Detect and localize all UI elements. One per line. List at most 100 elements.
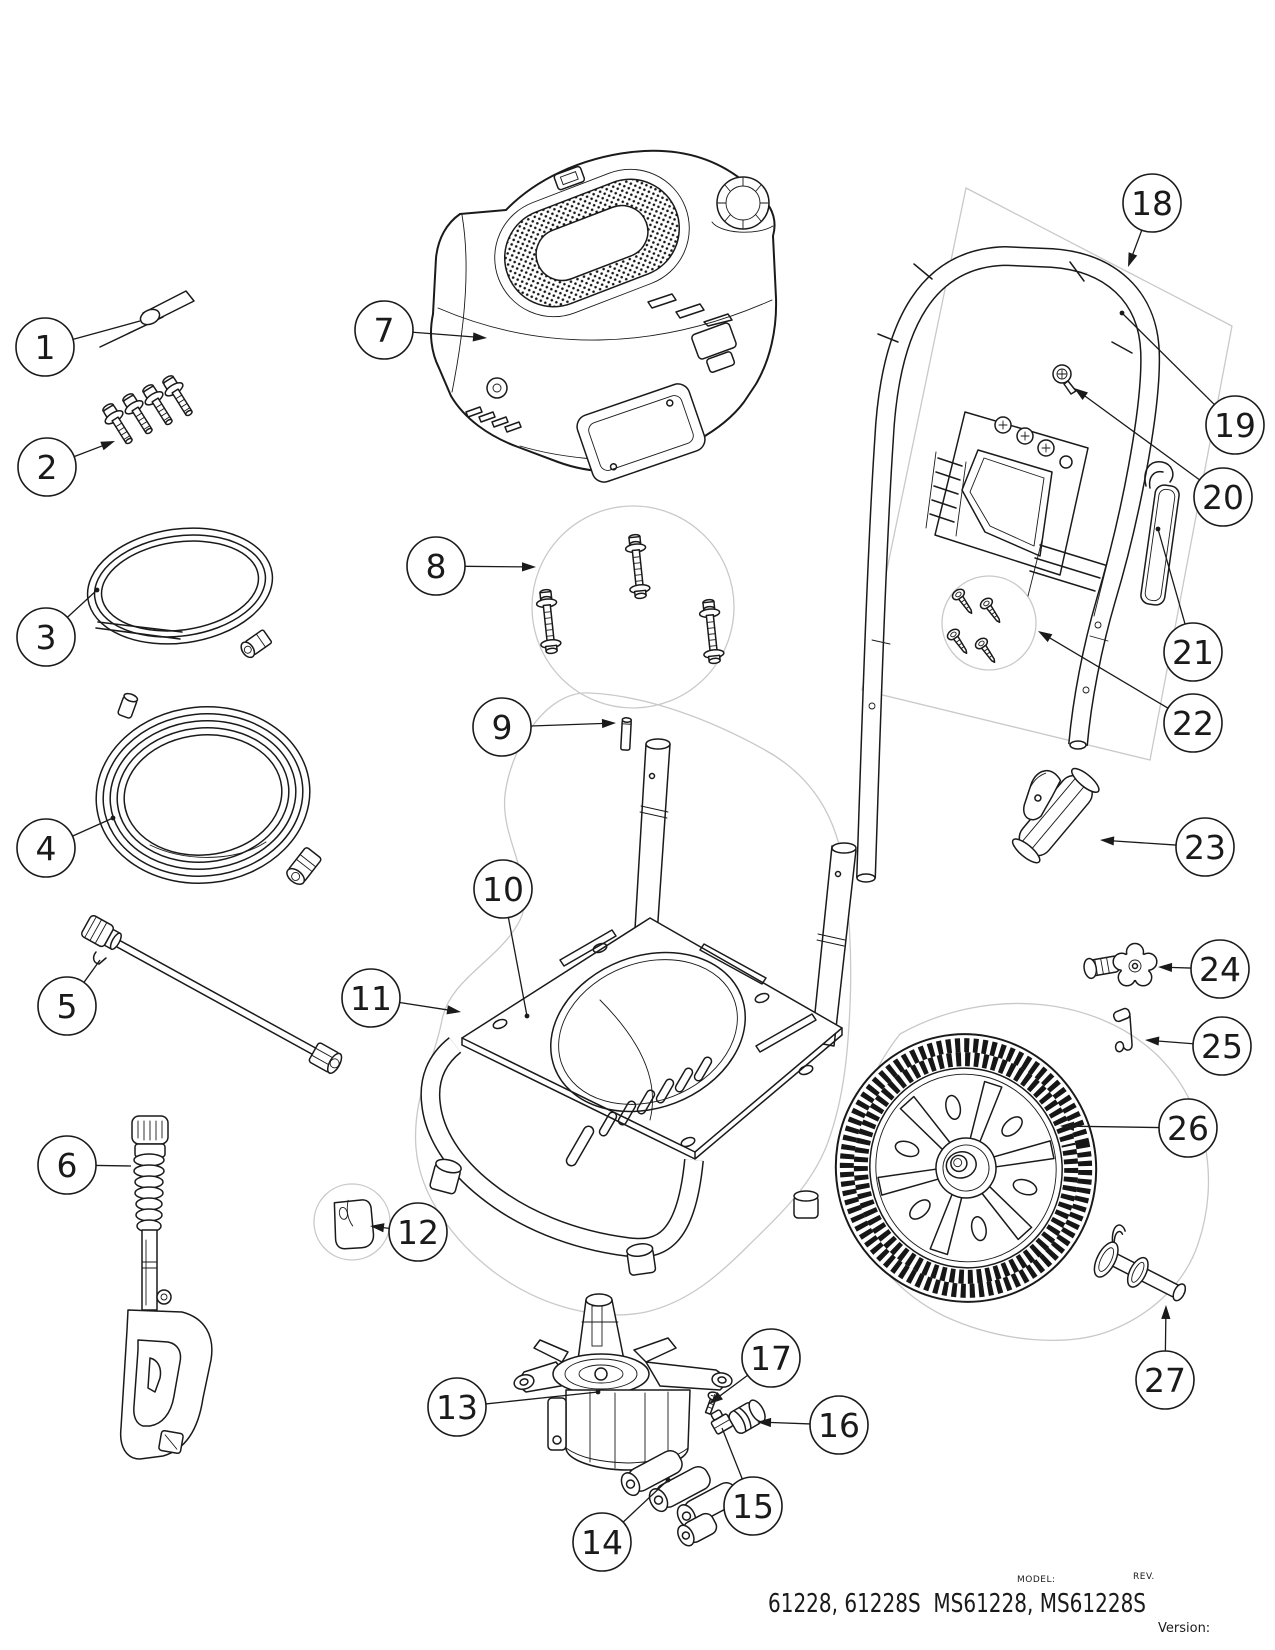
callout-leader — [1155, 1040, 1194, 1045]
callout-arrowhead — [1145, 1036, 1160, 1046]
callout-leader — [66, 589, 98, 618]
callout-circle — [472, 697, 532, 757]
callout-circle — [427, 1377, 487, 1437]
callout-arrowhead — [1074, 388, 1089, 400]
callout-leader — [717, 1374, 749, 1398]
callout-leader — [95, 1164, 132, 1167]
callout-8: 8 — [406, 536, 536, 596]
model-label: MODEL: — [1017, 1575, 1056, 1585]
callout-number: 15 — [732, 1487, 774, 1526]
callout-4: 4 — [16, 815, 116, 878]
callout-number: 14 — [581, 1523, 623, 1562]
callout-circle — [15, 317, 75, 377]
callout-circle — [809, 1395, 869, 1455]
callout-arrowhead — [757, 1417, 772, 1428]
callout-24: 24 — [1158, 939, 1250, 999]
handle-group-outline — [861, 187, 1233, 761]
part-engine — [430, 149, 778, 483]
callout-circle — [1163, 622, 1223, 682]
callout-number: 8 — [426, 547, 447, 586]
callout-22: 22 — [1038, 631, 1223, 753]
callout-circle — [1192, 1016, 1252, 1076]
callout-arrowhead — [1158, 962, 1173, 973]
callout-circle — [1193, 467, 1253, 527]
part-knob — [1083, 942, 1158, 987]
model-numbers: 61228, 61228S MS61228, MS61228S — [768, 1589, 1146, 1619]
callout-2: 2 — [17, 437, 115, 497]
part-axle-pin — [1093, 1224, 1187, 1302]
callout-leader — [1110, 840, 1177, 846]
callout-circle — [1190, 939, 1250, 999]
callout-leader — [73, 444, 105, 458]
callout-25: 25 — [1145, 1016, 1252, 1076]
callout-circle — [17, 437, 77, 497]
callout-circle — [1158, 1098, 1218, 1158]
part-elbow-fitting — [728, 1399, 766, 1434]
callout-number: 27 — [1144, 1361, 1186, 1400]
callout-arrowhead — [709, 1391, 723, 1404]
callout-leader — [399, 1001, 451, 1011]
callout-number: 13 — [436, 1388, 478, 1427]
callout-leader — [1070, 1125, 1160, 1129]
part-engine-bolts — [535, 533, 725, 665]
callout-circle — [341, 968, 401, 1028]
version-label: Version: — [1158, 1621, 1210, 1636]
callout-14: 14 — [572, 1477, 671, 1572]
callout-6: 6 — [37, 1135, 132, 1195]
callout-leader — [1131, 229, 1143, 257]
part-cart-frame — [420, 738, 857, 1276]
callout-number: 9 — [492, 708, 513, 747]
callout-number: 24 — [1199, 950, 1241, 989]
callout-leader — [72, 817, 114, 837]
callout-arrowhead — [521, 562, 536, 572]
callout-circle — [473, 859, 533, 919]
callout-leader — [485, 1391, 599, 1405]
callout-arrowhead — [1161, 1305, 1171, 1320]
callout-dot — [595, 1389, 601, 1395]
part-panel-screw — [1052, 364, 1077, 395]
part-pin — [620, 717, 633, 751]
callout-arrowhead — [370, 1223, 385, 1233]
callout-circle — [1205, 395, 1265, 455]
callout-5: 5 — [37, 959, 101, 1036]
callout-19: 19 — [1119, 310, 1265, 455]
callout-9: 9 — [472, 697, 616, 757]
part-wheel — [834, 1033, 1098, 1303]
callout-layer: 1234567891011121314151617181920212223242… — [15, 173, 1265, 1572]
part-outlet-cap — [677, 1512, 718, 1547]
callout-dot — [110, 815, 116, 821]
callout-11: 11 — [341, 968, 461, 1028]
callout-26: 26 — [1060, 1098, 1218, 1158]
callout-leader — [1082, 393, 1200, 481]
callout-number: 21 — [1172, 633, 1214, 672]
callout-number: 20 — [1202, 478, 1244, 517]
callout-circle — [16, 818, 76, 878]
callout-leader — [1157, 528, 1186, 625]
callout-arrowhead — [1060, 1121, 1075, 1131]
handle-grip-marks — [877, 261, 1133, 354]
callout-arrowhead — [601, 718, 616, 729]
callout-leader — [464, 565, 526, 568]
callout-13: 13 — [427, 1377, 601, 1437]
screw-group-outline — [941, 575, 1037, 671]
callout-1: 1 — [15, 317, 141, 377]
callout-number: 2 — [37, 448, 58, 487]
callout-21: 21 — [1155, 526, 1223, 682]
callout-circle — [741, 1328, 801, 1388]
part-nozzle-cleaner-tool — [99, 290, 195, 348]
callout-leader — [412, 331, 477, 338]
callout-number: 25 — [1201, 1027, 1243, 1066]
callout-circle — [1122, 173, 1182, 233]
part-spray-gun — [119, 1115, 213, 1460]
part-spray-wand — [81, 914, 343, 1075]
callout-leader — [622, 1479, 669, 1523]
part-foot-cap — [333, 1199, 375, 1250]
footer: MODEL: REV. 61228, 61228S MS61228, MS612… — [768, 1572, 1210, 1636]
callout-number: 7 — [374, 311, 395, 350]
callout-3: 3 — [16, 587, 100, 667]
part-gun-holder — [1011, 767, 1100, 864]
callout-circle — [16, 607, 76, 667]
callout-leader — [83, 959, 101, 983]
part-bolt-set — [102, 375, 193, 445]
